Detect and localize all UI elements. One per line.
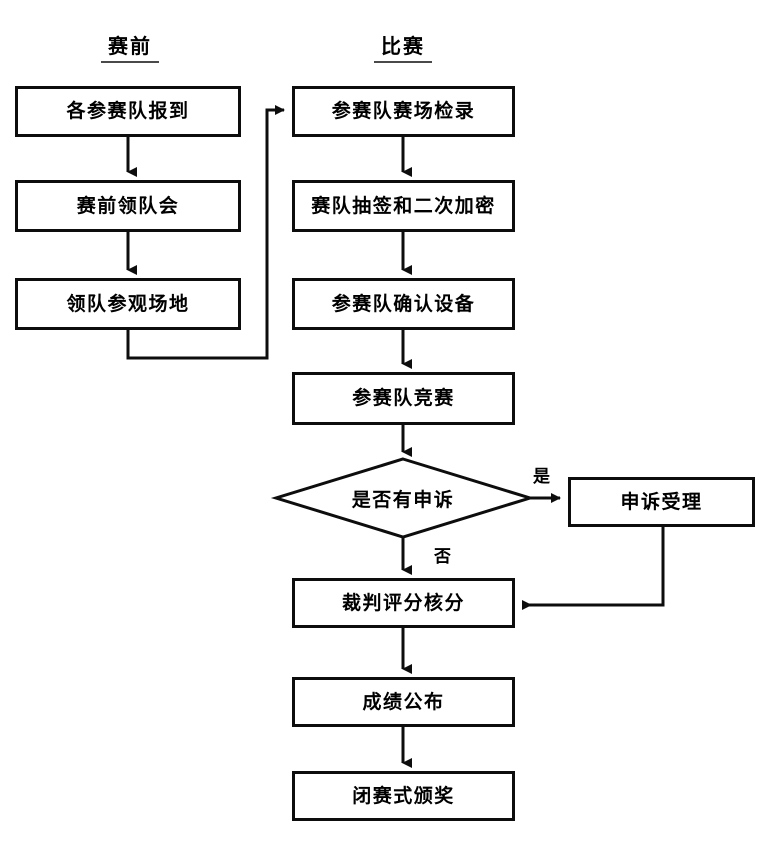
node-label: 领队参观场地 [66,292,190,315]
column-header-pre-label: 赛前 [101,30,159,63]
node-label: 参赛队赛场检录 [331,100,476,123]
column-header-match: 比赛 [333,30,473,63]
node-label: 赛前领队会 [76,194,180,217]
node-label: 申诉受理 [620,490,703,513]
node-label: 赛队抽签和二次加密 [311,194,496,217]
column-header-match-label: 比赛 [374,30,432,63]
node-label: 参赛队确认设备 [331,292,476,315]
edge-label-yes: 是 [533,467,550,487]
decision-diamond-shape [270,457,536,539]
node-venue-check-in[interactable]: 参赛队赛场检录 [292,86,515,137]
node-referee-scoring[interactable]: 裁判评分核分 [292,578,515,628]
node-team-registration[interactable]: 各参赛队报到 [15,86,241,137]
node-leader-venue-tour[interactable]: 领队参观场地 [15,278,241,330]
node-label: 闭赛式颁奖 [352,784,455,807]
node-draw-and-encryption[interactable]: 赛队抽签和二次加密 [292,180,515,232]
node-label: 参赛队竞赛 [352,387,455,410]
node-label: 各参赛队报到 [66,100,190,123]
node-appeal-handling[interactable]: 申诉受理 [568,477,755,527]
node-equipment-confirmation[interactable]: 参赛队确认设备 [292,278,515,330]
node-competition[interactable]: 参赛队竞赛 [292,372,515,425]
edge-n3-n4 [126,105,285,360]
node-closing-ceremony-awards[interactable]: 闭赛式颁奖 [292,771,515,821]
node-pre-match-leader-meeting[interactable]: 赛前领队会 [15,180,241,232]
node-label: 成绩公布 [362,690,445,713]
edge-label-no: 否 [434,547,451,567]
edge-n9-n10 [522,527,665,610]
column-header-pre: 赛前 [60,30,200,63]
node-results-announcement[interactable]: 成绩公布 [292,677,515,727]
node-label: 裁判评分核分 [341,591,465,614]
